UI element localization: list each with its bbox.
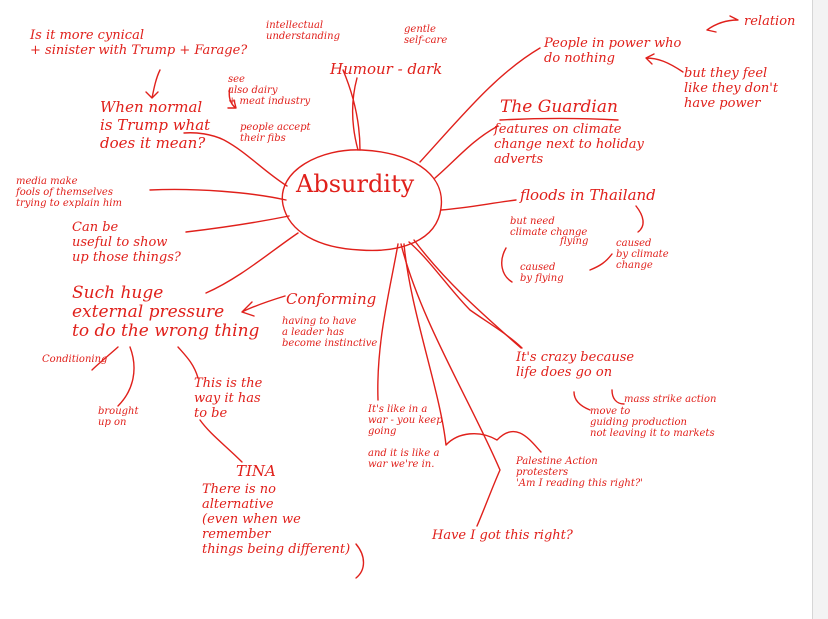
note-have-i: Have I got this right? [432,528,573,543]
note-people-in-power: People in power who do nothing [544,36,682,66]
note-useful: Can be useful to show up those things? [72,220,181,265]
note-people-accept: people accept their fibs [240,122,311,144]
link-move-to [573,391,591,411]
link-palestine [403,243,542,453]
link-floods-paren-1 [501,247,513,283]
note-humour: Humour - dark [330,60,443,78]
note-caused-by-flying: caused by flying [520,262,564,284]
link-conditioning [91,346,119,371]
note-way-done: This is the way it has to be [194,376,263,421]
link-intellectual [342,69,361,151]
link-tina [199,419,243,463]
link-crazy-2 [413,239,522,349]
note-no-alternative: There is no alternative (even when we re… [202,482,351,557]
note-flying: flying [560,236,589,247]
note-like-war: It's like in a war - you keep going and … [368,404,443,470]
note-but-need: but need climate change [510,216,588,238]
note-conforming: Conforming [286,290,377,308]
link-pressure [205,232,299,294]
center-label: Absurdity [296,170,415,198]
note-pressure: Such huge external pressure to do the wr… [72,283,260,341]
link-guardian-underline [499,117,619,121]
central-bubble [281,149,443,252]
link-when-arrow [227,87,237,109]
link-floods-paren-2 [635,205,644,233]
link-conforming [241,295,286,317]
link-crazy-arrow [611,389,625,405]
note-see-also: see also dairy + meat industry [228,74,311,107]
note-dont-have-power: but they feel like they don't have power [684,66,779,111]
note-caused-by-cc: caused by climate change [616,238,669,271]
note-relation: relation [744,14,796,29]
note-tina: TINA [236,462,276,480]
note-crazy: It's crazy because life does go on [516,350,635,380]
link-floods-arrow [589,253,613,271]
note-floods: floods in Thailand [520,186,656,204]
note-media: media make fools of themselves trying to… [16,176,122,209]
note-intellectual: intellectual understanding [266,20,340,42]
link-when-normal [183,132,288,187]
link-brought-up [117,346,135,407]
link-have-i [400,243,501,527]
note-guardian-title: The Guardian [500,97,618,117]
link-relation [706,15,739,33]
note-guardian-body: features on climate change next to holid… [494,122,644,167]
link-humour [351,77,359,151]
link-media [149,188,287,201]
link-guardian [434,125,499,179]
note-leader: having to have a leader has become insti… [282,316,378,349]
link-people-power [419,47,541,163]
link-tina-paren [355,543,365,579]
link-way-done [177,346,199,379]
note-cynical: Is it more cynical + sinister with Trump… [30,28,248,58]
note-brought-up: brought up on [98,406,139,428]
link-dont-have-power [645,53,684,73]
note-conditioning: Conditioning [42,354,108,365]
note-strike: mass strike action [624,394,717,405]
link-floods [440,199,517,211]
link-crazy [408,241,523,349]
note-palestine: Palestine Action protesters 'Am I readin… [516,456,643,489]
note-when-normal: When normal is Trump what does it mean? [100,98,211,152]
note-gentle-selfcare: gentle self-care [404,24,448,46]
link-like-war [377,243,399,401]
note-move-to: move to guiding production not leaving i… [590,406,715,439]
link-useful [185,215,290,233]
link-cynical [145,69,161,99]
